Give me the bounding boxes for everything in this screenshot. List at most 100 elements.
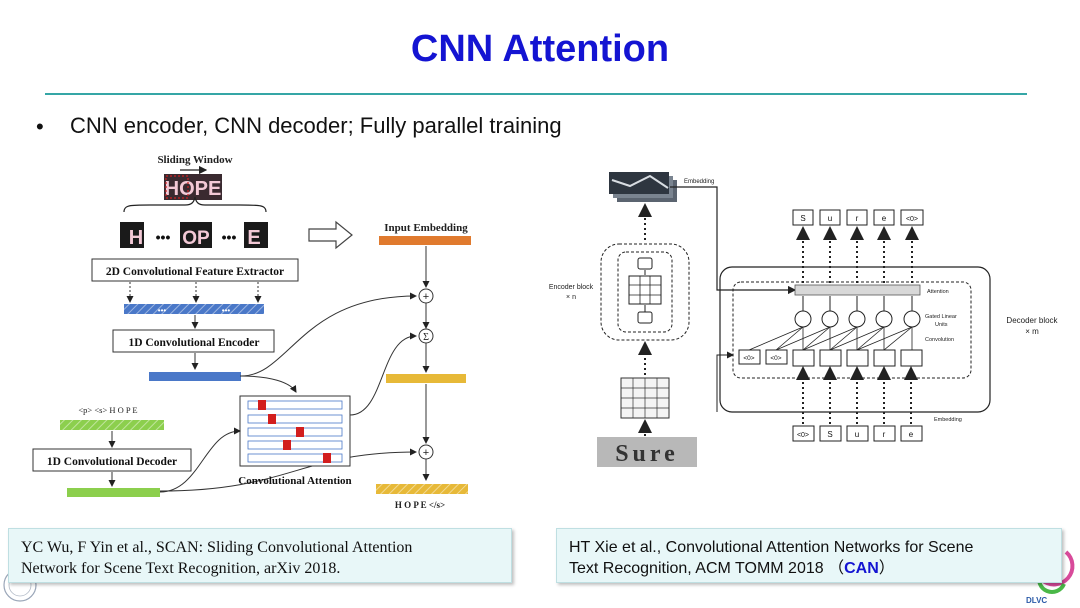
attention-row-1: [247, 400, 343, 410]
slide-title: CNN Attention: [410, 28, 670, 70]
crop-h: [120, 222, 144, 248]
convolution-label: Convolution: [925, 337, 954, 343]
input-token-5: e: [909, 430, 914, 439]
feature-dots-2: •••: [222, 306, 231, 315]
decoder-cell-2: [819, 349, 842, 367]
input-word-image: [597, 437, 697, 467]
input-token-3: u: [855, 430, 859, 439]
input-token-box-3: [846, 425, 869, 442]
decoder-cell-1: [792, 349, 815, 367]
encoder-gate-top: [637, 257, 653, 270]
citation-can-line-2: Text Recognition, ACM TOMM 2018 （CAN）: [569, 558, 1061, 579]
output-token-box-5: [900, 209, 924, 226]
decoder-block-label: Decoder block: [1006, 316, 1058, 325]
decoder-input-hatch: [60, 420, 164, 430]
encoder-to-add-curve: [240, 292, 417, 377]
attention-to-sum-curve: [349, 332, 417, 416]
input-word-image-text: Sure: [615, 441, 679, 467]
crop-dots-1: •••: [156, 229, 171, 245]
output-token-2: u: [828, 214, 832, 223]
pad-token-box-1: [738, 349, 761, 365]
convolution-lines: [748, 326, 913, 351]
decoder-repeat-label: × m: [1025, 327, 1039, 336]
decoder-block-outer: [719, 266, 991, 413]
embedding-top-label: Embedding: [684, 179, 714, 185]
residual-line: [716, 351, 734, 412]
citation-scan-line-2: Network for Scene Text Recognition, arXi…: [21, 560, 341, 577]
citation-can-close: ）: [878, 560, 895, 577]
attention-bar: [794, 284, 921, 296]
encoder-block-label: Encoder block: [549, 284, 594, 291]
attention-row-2: [247, 414, 343, 424]
pad-token-1: <0>: [743, 355, 754, 362]
citation-scan-line-1: YC Wu, F Yin et al., SCAN: Sliding Convo…: [21, 539, 413, 556]
decoder-output-bar: [67, 488, 160, 497]
encoder-box: [112, 329, 275, 353]
output-token-box-3: [846, 209, 868, 226]
input-token-box-1: [792, 425, 815, 442]
citation-can-venue: Text Recognition, ACM TOMM 2018 （: [569, 560, 845, 577]
attention-weight-4: [283, 440, 291, 450]
citation-can-line-1: HT Xie et al., Convolutional Attention N…: [569, 539, 974, 556]
bullet-text: CNN encoder, CNN decoder; Fully parallel…: [70, 113, 562, 138]
scan-diagram: Sliding Window HOPE H ••• OP ••• E 2D Co…: [32, 154, 471, 510]
embedding-bottom-label: Embedding: [934, 417, 962, 423]
sum-node-sign: Σ: [423, 332, 429, 343]
pad-token-box-2: [765, 349, 788, 365]
attention-weight-3: [296, 427, 304, 437]
dlvc-logo-text: DLVC: [1026, 596, 1048, 605]
attention-weight-5: [323, 453, 331, 463]
feature-sequence-hatch: [124, 304, 264, 314]
decoder-to-add-curve: [159, 448, 417, 492]
input-token-1: <0>: [797, 432, 809, 439]
add-node-2-sign: +: [423, 447, 429, 459]
attention-weight-2: [268, 414, 276, 424]
output-token-box-2: [819, 209, 841, 226]
input-token-2: S: [827, 430, 832, 439]
citation-can-acronym: CAN: [844, 560, 879, 577]
output-token-3: r: [856, 214, 859, 223]
encoder-conv-grid: [628, 275, 662, 305]
encoder-to-attention-arrow: [239, 375, 297, 393]
encoder-block-outer: [600, 243, 690, 341]
word-image: [164, 174, 222, 200]
glu-label-2: Units: [935, 322, 948, 328]
output-token-row: S u r e <0>: [792, 209, 924, 226]
decoder-cell-5: [900, 349, 923, 367]
attention-weight-1: [258, 400, 266, 410]
dlvc-logo-arc-1: [1040, 550, 1075, 587]
decoder-input-tokens: <p> <s> H O P E: [78, 405, 137, 415]
crop-e-text: E: [247, 227, 260, 249]
crop-op: [180, 222, 212, 248]
input-embedding-label: Input Embedding: [384, 222, 468, 234]
output-token-1: S: [800, 214, 805, 223]
feature-extractor-box: [91, 258, 299, 282]
input-token-box-5: [900, 425, 923, 442]
sliding-window-label: Sliding Window: [157, 154, 232, 166]
glu-circle-1: [794, 310, 812, 328]
input-token-box-4: [873, 425, 896, 442]
encoder-repeat-label: × n: [566, 294, 576, 301]
decoder-label: 1D Convolutional Decoder: [47, 456, 177, 468]
glu-circle-3: [848, 310, 866, 328]
citation-scan: YC Wu, F Yin et al., SCAN: Sliding Convo…: [8, 528, 512, 583]
sliding-window-box: [165, 175, 189, 199]
decoder-cell-4: [873, 349, 896, 367]
attention-bar-label: Attention: [927, 289, 949, 295]
output-token-4: e: [882, 214, 887, 223]
decoder-cell-3: [846, 349, 869, 367]
output-token-box-1: [792, 209, 814, 226]
citation-can: HT Xie et al., Convolutional Attention N…: [556, 528, 1062, 583]
word-image-text: HOPE: [165, 178, 222, 200]
crop-op-text: OP: [182, 228, 210, 249]
title-divider: [45, 93, 1027, 95]
feature-dots-1: •••: [158, 306, 167, 315]
glu-label-1: Gated Linear: [925, 314, 957, 320]
output-bar-hatch: [376, 484, 468, 494]
add-node-1-sign: +: [423, 291, 429, 303]
decoder-to-attention-curve: [159, 427, 241, 493]
attention-row-4: [247, 440, 343, 450]
big-right-arrow: [308, 220, 353, 250]
input-token-4: r: [883, 430, 886, 439]
